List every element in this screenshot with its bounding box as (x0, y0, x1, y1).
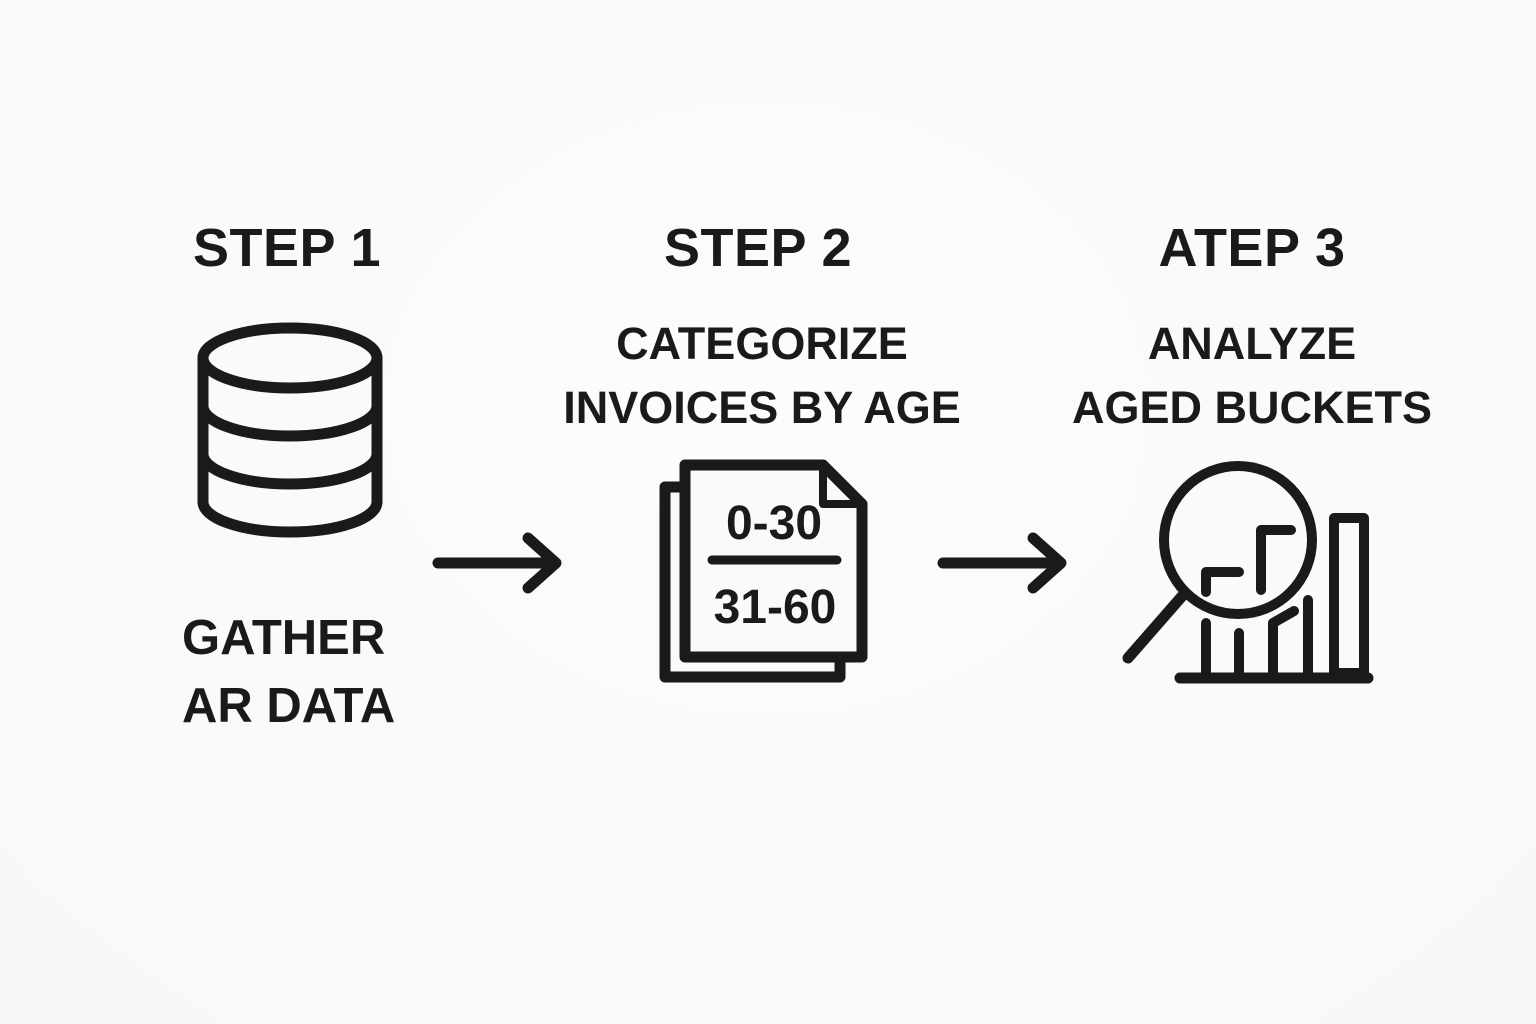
step-1-heading: STEP 1 (192, 218, 382, 278)
step-1-label: GATHER AR DATA (182, 604, 395, 740)
invoice-pages-icon: 0-30 31-60 (659, 459, 868, 683)
bucket-31-60-label: 31-60 (714, 581, 837, 634)
step-1-label-line1: GATHER (182, 611, 386, 665)
step-2-subtitle: CATEGORIZE INVOICES BY AGE (512, 312, 1012, 440)
step-3-subtitle-line1: ANALYZE (1147, 318, 1357, 369)
bucket-0-30-label: 0-30 (726, 497, 822, 550)
step-3-heading: ATEP 3 (1158, 218, 1346, 278)
database-icon (197, 322, 383, 538)
magnifier-bar-chart-icon (1122, 461, 1374, 684)
step-2-subtitle-line2: INVOICES BY AGE (563, 382, 961, 433)
step-1-label-line2: AR DATA (182, 679, 396, 733)
step-2-heading: STEP 2 (663, 218, 853, 278)
right-arrow-icon (937, 532, 1067, 594)
right-arrow-icon (432, 532, 562, 594)
step-3-subtitle: ANALYZE AGED BUCKETS (1002, 312, 1502, 440)
step-3-subtitle-line2: AGED BUCKETS (1071, 382, 1433, 433)
step-2-subtitle-line1: CATEGORIZE (616, 318, 908, 369)
